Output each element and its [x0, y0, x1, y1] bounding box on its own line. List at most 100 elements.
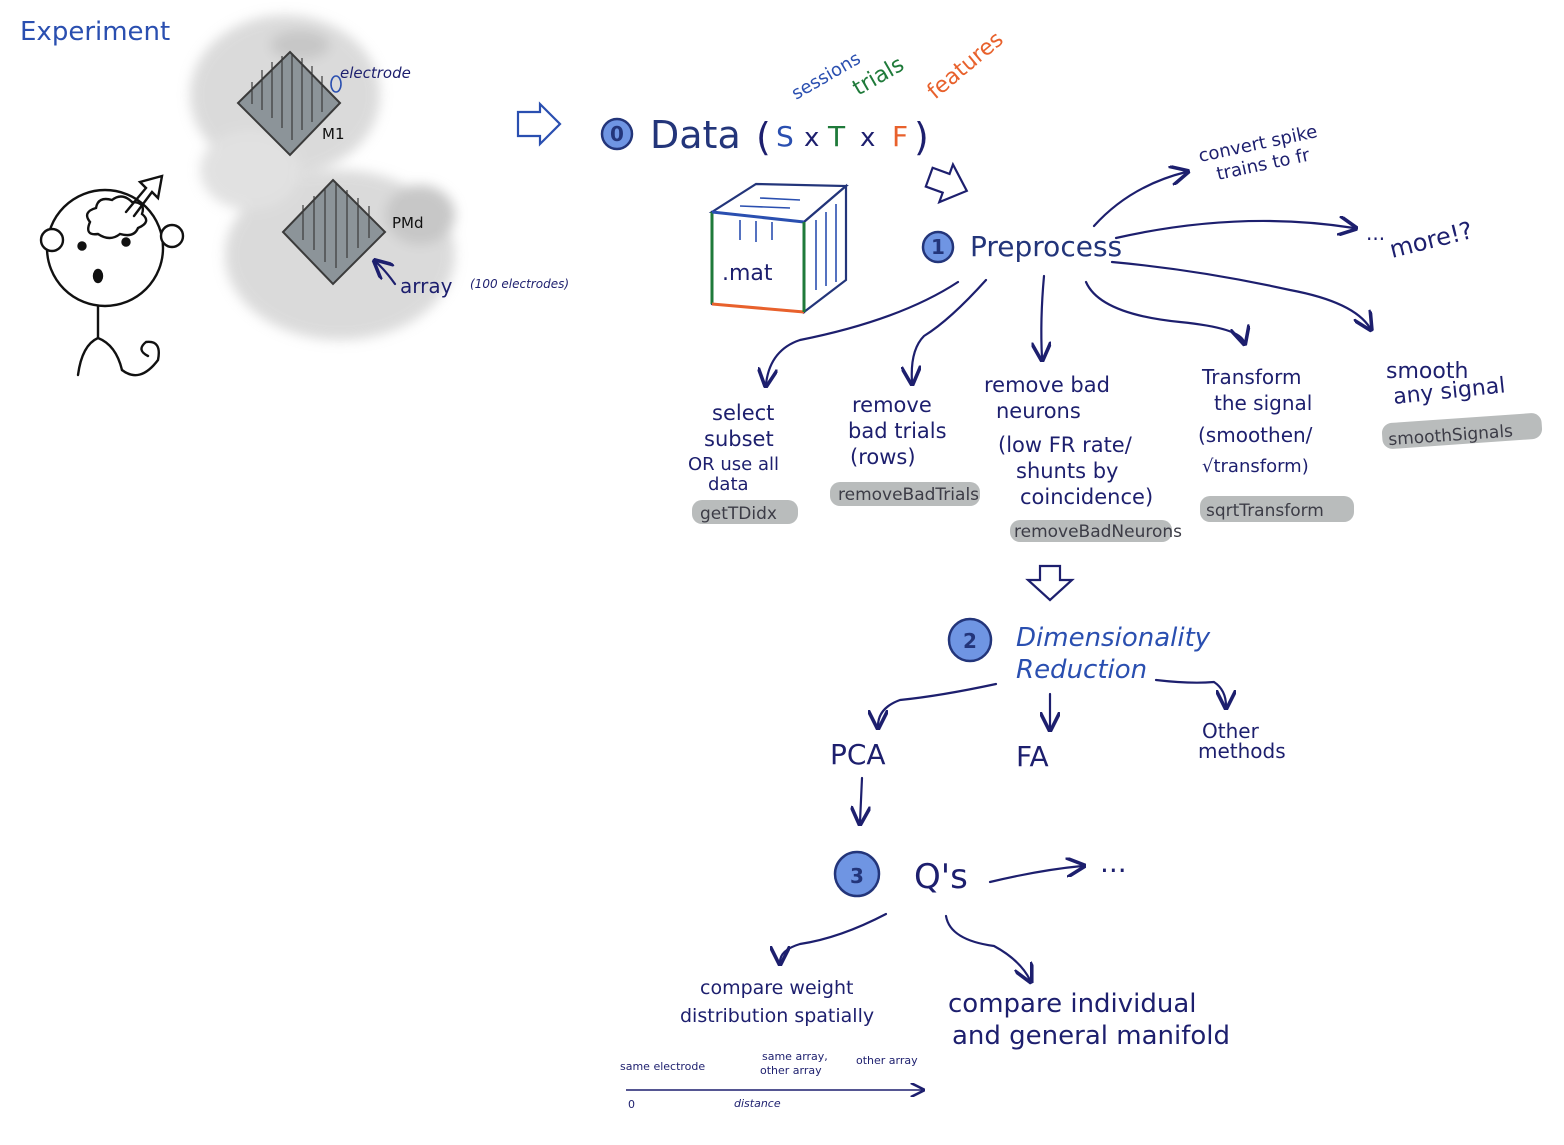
- to-dim-reduction-arrow: [1025, 564, 1075, 602]
- branch-3-line-2: neurons: [996, 399, 1081, 423]
- branch-smooth-signal: smooth any signal smoothSignals: [1381, 359, 1543, 450]
- electrode-marker: [330, 75, 342, 93]
- axis-same-electrode: same electrode: [620, 1060, 705, 1073]
- branch-1-line-1: select: [712, 401, 774, 425]
- method-other-line-1: Other: [1202, 719, 1260, 743]
- function-gettdidx: getTDidx: [700, 504, 777, 524]
- function-sqrttransform: sqrtTransform: [1206, 501, 1324, 521]
- mat-file-label: .mat: [722, 261, 773, 286]
- data-title: Data: [650, 113, 741, 157]
- step-2-number: 2: [963, 629, 977, 653]
- function-removebadneurons: removeBadNeurons: [1014, 522, 1182, 542]
- axis-zero: 0: [628, 1098, 635, 1111]
- dim-close-paren: ): [914, 115, 929, 159]
- preprocess-title: Preprocess: [970, 230, 1122, 263]
- axis-same-array-1: same array,: [762, 1050, 828, 1063]
- arrow-to-questions: [860, 776, 862, 822]
- arrow-convert: [1092, 172, 1186, 228]
- arrow-branch-5: [1110, 260, 1370, 328]
- experiment-title: Experiment: [20, 17, 170, 47]
- branch-4-line-2: the signal: [1214, 391, 1312, 415]
- dim-times-2: x: [860, 123, 875, 153]
- dim-reduction-title-2: Reduction: [1016, 655, 1147, 685]
- pmd-array: [281, 178, 387, 286]
- arrow-more: [1114, 221, 1354, 240]
- method-pca: PCA: [830, 738, 886, 771]
- array-pointer-arrow: [376, 262, 397, 286]
- arrow-branch-4: [1084, 280, 1244, 342]
- branch-2-line-1: remove: [852, 393, 932, 417]
- features-label: features: [923, 27, 1009, 105]
- mat-file-cube: [708, 182, 849, 315]
- step-3-number: 3: [850, 864, 864, 888]
- q2-line-2: and general manifold: [952, 1021, 1230, 1051]
- step-3-badge: [833, 850, 881, 898]
- arrow-q2: [944, 914, 1030, 980]
- array-label: array: [400, 274, 453, 298]
- branch-4-line-3: (smoothen/: [1198, 423, 1313, 447]
- function-highlight: [1010, 520, 1172, 542]
- more-label: more!?: [1387, 216, 1476, 264]
- m1-label: M1: [322, 125, 345, 143]
- branch-1-line-3: OR use all: [688, 454, 779, 475]
- to-data-arrow: [516, 101, 562, 147]
- arrow-other: [1154, 678, 1226, 706]
- branch-select-subset: select subset OR use all data getTDidx: [688, 401, 798, 524]
- function-highlight: [830, 482, 980, 506]
- m1-array: [236, 50, 342, 157]
- monkey-illustration: [39, 174, 185, 377]
- q2-line-1: compare individual: [948, 989, 1197, 1019]
- questions-ellipsis: ...: [1100, 846, 1127, 879]
- branch-4-line-1: Transform: [1201, 365, 1301, 389]
- branch-3-line-4: shunts by: [1016, 459, 1118, 483]
- step-1-number: 1: [931, 235, 945, 259]
- questions-title: Q's: [914, 857, 968, 897]
- branch-2-line-2: bad trials: [848, 419, 947, 443]
- dim-open-paren: (: [756, 115, 771, 159]
- branch-1-line-4: data: [708, 474, 749, 495]
- step-0-badge: [600, 117, 634, 151]
- arrow-questions-more: [988, 866, 1082, 884]
- q1-line-1: compare weight: [700, 977, 853, 999]
- branch-4-line-4: √transform): [1202, 456, 1309, 477]
- function-highlight: [1200, 496, 1354, 522]
- dim-f: F: [892, 120, 908, 153]
- electrode-label: electrode: [340, 64, 411, 82]
- branch-remove-bad-neurons: remove bad neurons (low FR rate/ shunts …: [984, 373, 1182, 542]
- function-removebadtrials: removeBadTrials: [838, 485, 979, 505]
- arrow-pca: [878, 682, 998, 726]
- pmd-label: PMd: [392, 214, 424, 232]
- step-2-badge: [947, 617, 993, 663]
- dim-s: S: [776, 120, 794, 153]
- to-preprocess-arrow: [924, 161, 969, 205]
- branch-1-line-2: subset: [704, 427, 774, 451]
- dim-times-1: x: [804, 123, 819, 153]
- axis-same-array-2: other array: [760, 1064, 822, 1077]
- function-highlight: [1381, 413, 1543, 449]
- dim-reduction-title-1: Dimensionality: [1016, 623, 1211, 653]
- branch-remove-bad-trials: remove bad trials (rows) removeBadTrials: [830, 393, 980, 506]
- branch-3-line-5: coincidence): [1020, 485, 1153, 509]
- branch-transform-signal: Transform the signal (smoothen/ √transfo…: [1198, 365, 1354, 522]
- branch-2-line-3: (rows): [850, 445, 916, 469]
- axis-other-array: other array: [856, 1054, 918, 1067]
- function-highlight: [692, 500, 798, 524]
- branch-3-line-1: remove bad: [984, 373, 1110, 397]
- arrow-branch-1: [766, 280, 960, 384]
- more-dots: ...: [1366, 221, 1385, 245]
- distance-axis: same electrode same array, other array o…: [620, 1050, 922, 1111]
- q1-line-2: distribution spatially: [680, 1005, 874, 1027]
- branch-3-line-3: (low FR rate/: [998, 433, 1133, 457]
- branch-5-line-1: smooth: [1386, 359, 1468, 384]
- arrow-branch-2: [912, 278, 988, 382]
- step-1-badge: [921, 230, 955, 264]
- arrow-q1: [780, 912, 888, 962]
- method-other-line-2: methods: [1198, 739, 1286, 763]
- step-0-number: 0: [610, 122, 624, 146]
- dim-t: T: [827, 120, 846, 153]
- method-fa: FA: [1016, 740, 1049, 773]
- arrow-branch-3: [1041, 274, 1044, 358]
- axis-label: distance: [734, 1097, 781, 1110]
- array-note: (100 electrodes): [470, 277, 569, 291]
